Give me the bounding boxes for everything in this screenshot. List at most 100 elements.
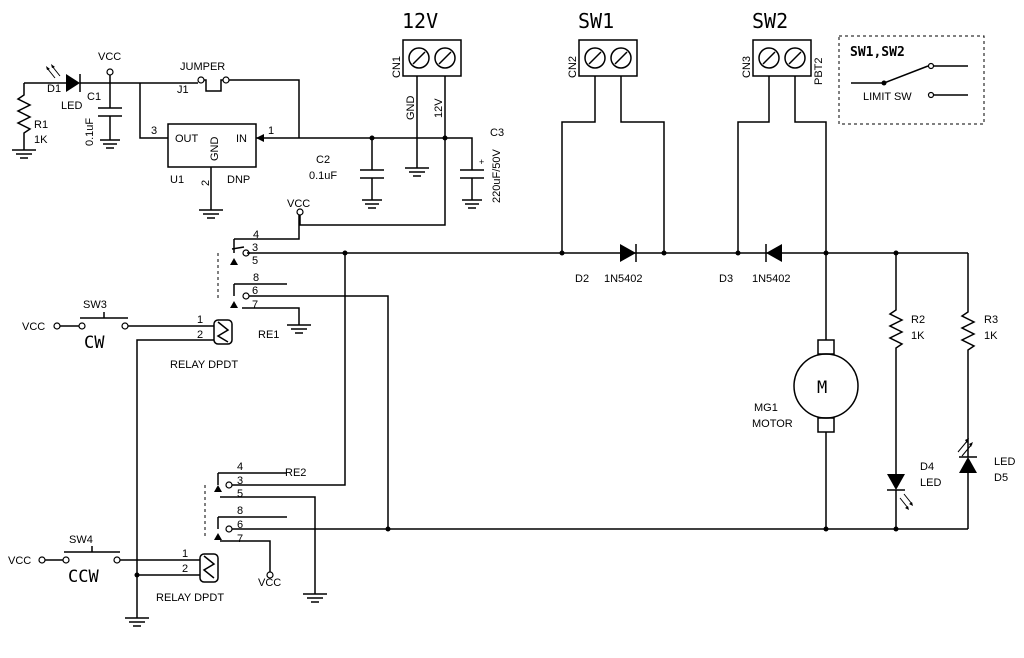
r1-resistor: R1 1K <box>12 82 50 159</box>
u1-label: U1 <box>170 174 184 186</box>
cn1-title: 12V <box>402 9 438 33</box>
d3-diode: D3 1N5402 <box>719 244 829 285</box>
re2-coil-pin1: 1 <box>182 548 188 560</box>
re1-coil-pin2: 2 <box>197 329 203 341</box>
re1-pin7: 7 <box>252 299 258 311</box>
cn3-sw2-connector: SW2 CN3 PBT2 <box>737 9 827 253</box>
sw4-label: SW4 <box>69 534 93 546</box>
u1-gnd: GND <box>209 137 221 162</box>
u1-regulator: OUT IN GND 3 1 2 U1 DNP <box>151 123 460 219</box>
re2-pin4: 4 <box>237 461 243 473</box>
d1-label: D1 <box>47 83 61 95</box>
sw4-vcc: VCC <box>8 555 31 567</box>
cn2-sw1-connector: SW1 CN2 <box>561 9 665 253</box>
d3-type: 1N5402 <box>752 273 791 285</box>
cn3-label: CN3 <box>741 56 753 78</box>
c3-value: 220uF/50V <box>491 149 503 203</box>
d1-led: D1 LED <box>46 64 140 112</box>
vcc-label: VCC <box>98 51 121 63</box>
r2-label: R2 <box>911 314 925 326</box>
re2-pin6: 6 <box>237 519 243 531</box>
c2-value: 0.1uF <box>309 170 337 182</box>
r1-label: R1 <box>34 119 48 131</box>
d5-type: LED <box>994 456 1015 468</box>
sw3-vcc: VCC <box>22 321 45 333</box>
ground-symbol <box>12 149 36 159</box>
c2-label: C2 <box>316 154 330 166</box>
cn1-gnd: GND <box>405 96 417 121</box>
d4-type: LED <box>920 477 941 489</box>
mg1-label: MG1 <box>754 402 778 414</box>
vcc-terminal <box>266 571 274 579</box>
jumper-label: JUMPER <box>180 61 225 73</box>
motor-label: MOTOR <box>752 418 793 430</box>
u1-pin2: 2 <box>200 180 212 186</box>
cn2-label: CN2 <box>567 56 579 78</box>
cn1-12v: 12V <box>433 98 445 118</box>
u1-in: IN <box>236 133 247 145</box>
vcc-label-2: VCC <box>287 198 310 210</box>
sw4-pushbutton-ccw: VCC SW4 CCW <box>8 534 200 587</box>
d2-label: D2 <box>575 273 589 285</box>
vcc-terminal <box>106 68 114 76</box>
vcc-terminal <box>296 208 304 216</box>
cw-label: CW <box>84 333 105 353</box>
r3-d5-branch: R3 1K LED D5 <box>957 253 1015 529</box>
u1-dnp: DNP <box>227 174 250 186</box>
d1-type: LED <box>61 100 82 112</box>
r2-d4-branch: R2 1K D4 LED <box>887 250 941 532</box>
d2-diode: D2 1N5402 <box>559 244 667 285</box>
r1-value: 1K <box>34 134 48 146</box>
re2-relay-coil: 1 2 RELAY DPDT <box>125 548 224 627</box>
r3-label: R3 <box>984 314 998 326</box>
c3-label: C3 <box>490 127 504 139</box>
d3-label: D3 <box>719 273 733 285</box>
re2-pin7: 7 <box>237 533 243 545</box>
re1-relay-coil: 1 2 RELAY DPDT <box>136 314 238 575</box>
re2-pin3: 3 <box>237 475 243 487</box>
u1-out: OUT <box>175 133 199 145</box>
re1-coil-pin1: 1 <box>197 314 203 326</box>
re2-relay-contacts: 4 3 5 RE2 VCC 8 6 7 <box>204 253 346 603</box>
pbt2-label: PBT2 <box>813 57 825 85</box>
cn1-label: CN1 <box>391 56 403 78</box>
svg-text:+: + <box>479 157 484 167</box>
re1-pin5: 5 <box>252 255 258 267</box>
jumper-j1: JUMPER J1 <box>139 61 300 139</box>
u1-pin3: 3 <box>151 125 157 137</box>
d4-label: D4 <box>920 461 934 473</box>
re2-pin5: 5 <box>237 488 243 500</box>
mg1-motor: M MG1 MOTOR <box>752 253 859 532</box>
re1-pin8: 8 <box>253 272 259 284</box>
c3-capacitor: + C3 220uF/50V <box>460 127 504 209</box>
sw2-title: SW2 <box>752 9 788 33</box>
re2-coil-pin2: 2 <box>182 563 188 575</box>
re1-label: RE1 <box>258 329 279 341</box>
c1-value: 0.1uF <box>84 118 96 146</box>
c1-label: C1 <box>87 91 101 103</box>
re2-vcc: VCC <box>258 577 281 589</box>
ccw-label: CCW <box>68 567 99 587</box>
c1-capacitor: VCC C1 0.1uF <box>84 51 122 149</box>
relay-label-2: RELAY DPDT <box>156 592 224 604</box>
re2-pin8: 8 <box>237 505 243 517</box>
r2-value: 1K <box>911 330 925 342</box>
sw1-title: SW1 <box>578 9 614 33</box>
re1-pin3: 3 <box>252 242 258 254</box>
legend-title: SW1,SW2 <box>850 45 905 60</box>
re1-relay-contacts: 3 5 4 8 6 7 RE1 <box>217 215 391 532</box>
d5-label: D5 <box>994 472 1008 484</box>
re1-pin4: 4 <box>253 229 259 241</box>
motor-symbol: M <box>817 378 827 398</box>
r3-value: 1K <box>984 330 998 342</box>
cn1-connector: 12V CN1 GND 12V VCC <box>287 9 462 226</box>
sw3-pushbutton-cw: VCC SW3 CW <box>22 299 214 353</box>
legend-text: LIMIT SW <box>863 91 912 103</box>
d2-type: 1N5402 <box>604 273 643 285</box>
re2-label: RE2 <box>285 467 306 479</box>
sw3-label: SW3 <box>83 299 107 311</box>
limit-switch-legend: SW1,SW2 LIMIT SW <box>838 35 985 125</box>
j1-label: J1 <box>177 84 189 96</box>
re1-pin6: 6 <box>252 285 258 297</box>
